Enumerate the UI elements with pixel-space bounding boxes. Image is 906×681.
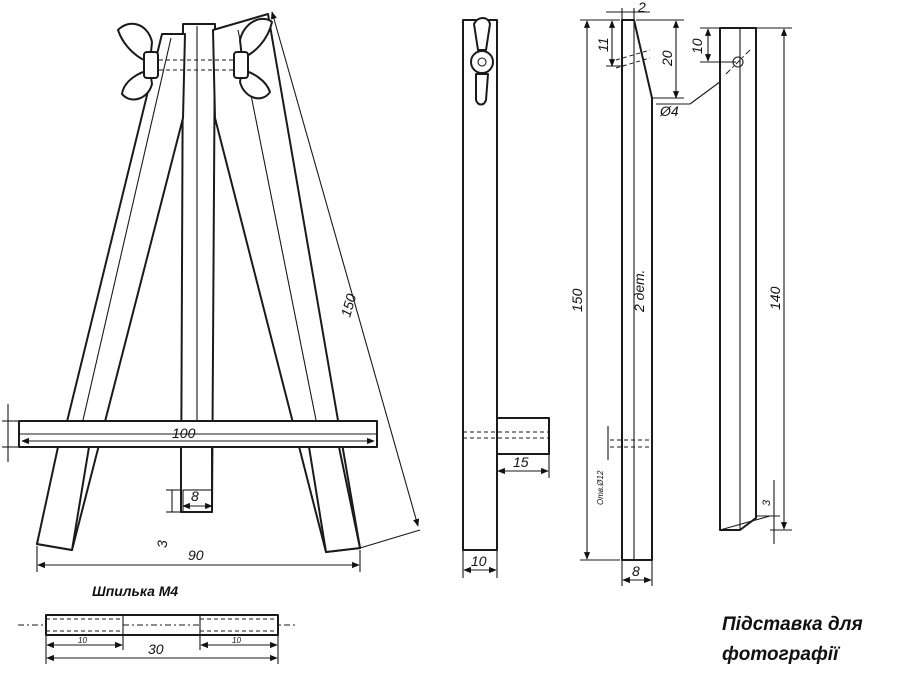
stud-thread-right: 10 [232, 636, 241, 645]
top-gap-dim: 2 [637, 0, 646, 15]
dim-leg-line [270, 11, 420, 527]
parts-count: 2 дет. [631, 270, 647, 313]
front-view: 150 100 90 8 3 [2, 11, 421, 572]
dim-slot-depth: 3 [154, 540, 170, 548]
back-leg-body [719, 27, 757, 531]
front-width-dim: 8 [632, 563, 640, 579]
hole-diameter-dim: Ø4 [659, 103, 679, 119]
dim-base-width: 90 [188, 547, 204, 563]
side-crossbar [496, 417, 550, 455]
top-11-dim: 11 [595, 37, 611, 52]
stud-length: 30 [148, 641, 164, 657]
side-wing-nut-icon [470, 17, 494, 106]
back-length-dim: 140 [767, 286, 783, 310]
dim-leg-ext [359, 529, 421, 549]
stud-label: Шпилька М4 [92, 583, 178, 599]
leg-top-hole-2 [615, 57, 651, 69]
leg-detail-body [621, 19, 653, 561]
front-height-dim: 150 [569, 288, 585, 312]
left-leg-foot [36, 446, 90, 551]
leg-top-hole-1 [615, 49, 651, 61]
stud-view: Шпилька М4 10 10 30 [18, 583, 296, 664]
dim-crossbar-length: 100 [172, 425, 196, 441]
dim-slot-width: 8 [191, 488, 199, 504]
side-mast [462, 19, 498, 551]
hole-label: Отв.Ø12 [596, 470, 605, 505]
leg-detail-view: 2 дет. Отв.Ø12 150 2 11 20 Ø4 8 [569, 0, 737, 586]
stud-thread-left: 10 [78, 636, 87, 645]
back-top-dim: 10 [689, 38, 705, 54]
dim-leg-length: 150 [338, 292, 360, 319]
back-leg-view: 10 140 3 [689, 27, 792, 544]
mast-slot-front [182, 489, 213, 513]
back-bottom-dim: 3 [761, 499, 773, 506]
left-wing-nut-icon [117, 22, 159, 101]
caption-line-2: фотографії [722, 644, 839, 665]
back-leg-bevel [719, 515, 771, 531]
caption-line-1: Підставка для [722, 614, 863, 635]
side-width-dim: 10 [471, 553, 487, 569]
top-20-dim: 20 [659, 50, 675, 67]
side-crossbar-dim: 15 [513, 454, 529, 470]
back-leg-hole-axis [725, 47, 753, 75]
right-wing-nut-icon [233, 17, 273, 100]
drawing-caption: Підставка для фотографії [722, 610, 902, 670]
side-view: 15 10 [462, 17, 550, 578]
